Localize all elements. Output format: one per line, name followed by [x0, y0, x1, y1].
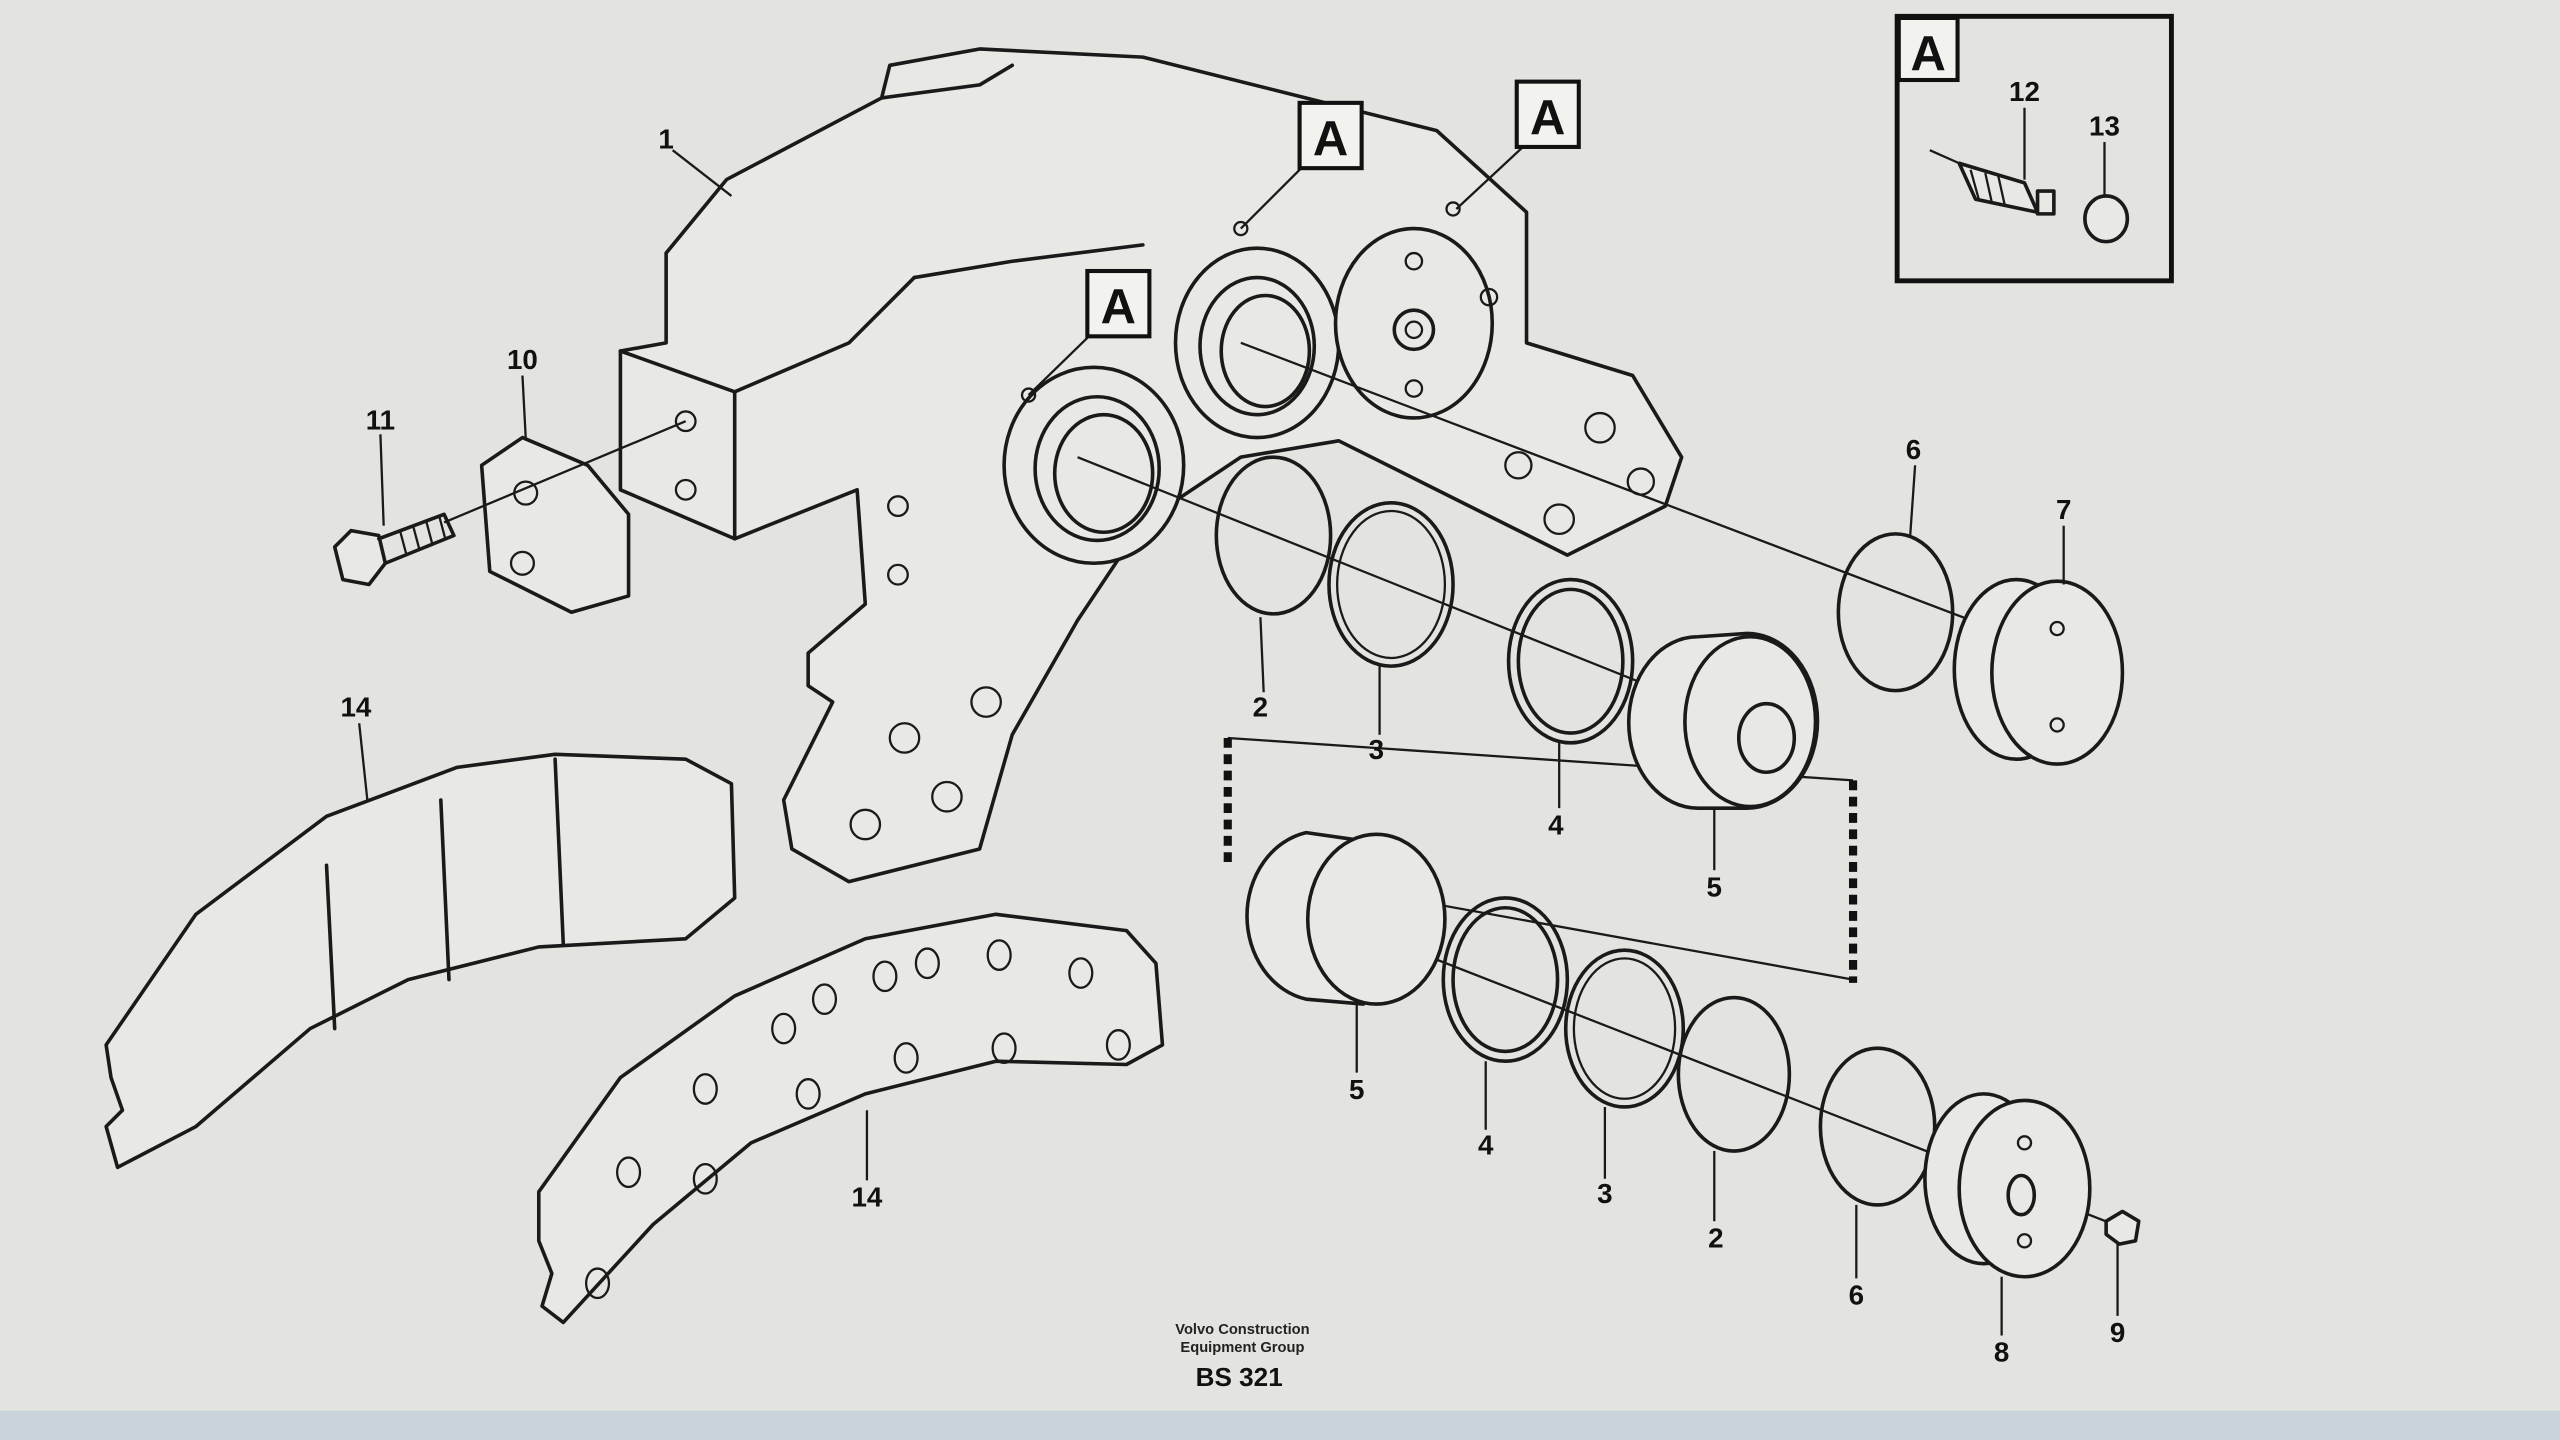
callout-2b: 2 — [1708, 1222, 1723, 1253]
caliper-housing — [618, 47, 1684, 884]
callout-4a: 4 — [1548, 809, 1564, 840]
detail-marker-a: A — [1101, 280, 1136, 334]
callout-1: 1 — [658, 124, 673, 155]
detail-marker-a: A — [1313, 112, 1348, 166]
callout-6a: 6 — [1906, 434, 1921, 465]
inset-label: A — [1910, 27, 1945, 81]
upper-piston-assembly — [1214, 455, 2125, 810]
callout-14a: 14 — [340, 692, 371, 723]
inset-detail-a: A — [1894, 13, 2174, 284]
credit-line-1: Volvo Construction — [1175, 1322, 1309, 1338]
screen-bottom-strip — [0, 1410, 2560, 1440]
detail-markers: A A A — [1085, 79, 1581, 339]
callout-5b: 5 — [1349, 1074, 1364, 1105]
drawing-code: BS 321 — [1196, 1362, 1283, 1392]
callout-12: 12 — [2009, 76, 2040, 107]
callout-3a: 3 — [1369, 734, 1384, 765]
callouts: 1 10 11 14 2 3 4 5 6 7 12 13 5 4 3 2 6 8… — [340, 76, 2125, 1367]
callout-2a: 2 — [1253, 692, 1268, 723]
callout-5a: 5 — [1707, 871, 1722, 902]
callout-7: 7 — [2056, 494, 2071, 525]
detail-marker-a: A — [1530, 91, 1565, 145]
bracket-10 — [479, 435, 631, 615]
callout-6b: 6 — [1849, 1279, 1864, 1310]
brake-pad-upper — [104, 752, 737, 1170]
brake-pad-lower — [536, 912, 1165, 1325]
bolt-11 — [332, 512, 456, 587]
callout-4b: 4 — [1478, 1129, 1494, 1160]
callout-9: 9 — [2110, 1317, 2125, 1348]
lower-piston-assembly — [1245, 830, 2141, 1279]
callout-10: 10 — [507, 344, 538, 375]
callout-11: 11 — [366, 404, 395, 435]
callout-14b: 14 — [852, 1182, 883, 1213]
callout-3b: 3 — [1597, 1178, 1612, 1209]
credit-line-2: Equipment Group — [1180, 1340, 1304, 1356]
callout-13: 13 — [2089, 111, 2120, 142]
callout-8: 8 — [1994, 1337, 2009, 1368]
